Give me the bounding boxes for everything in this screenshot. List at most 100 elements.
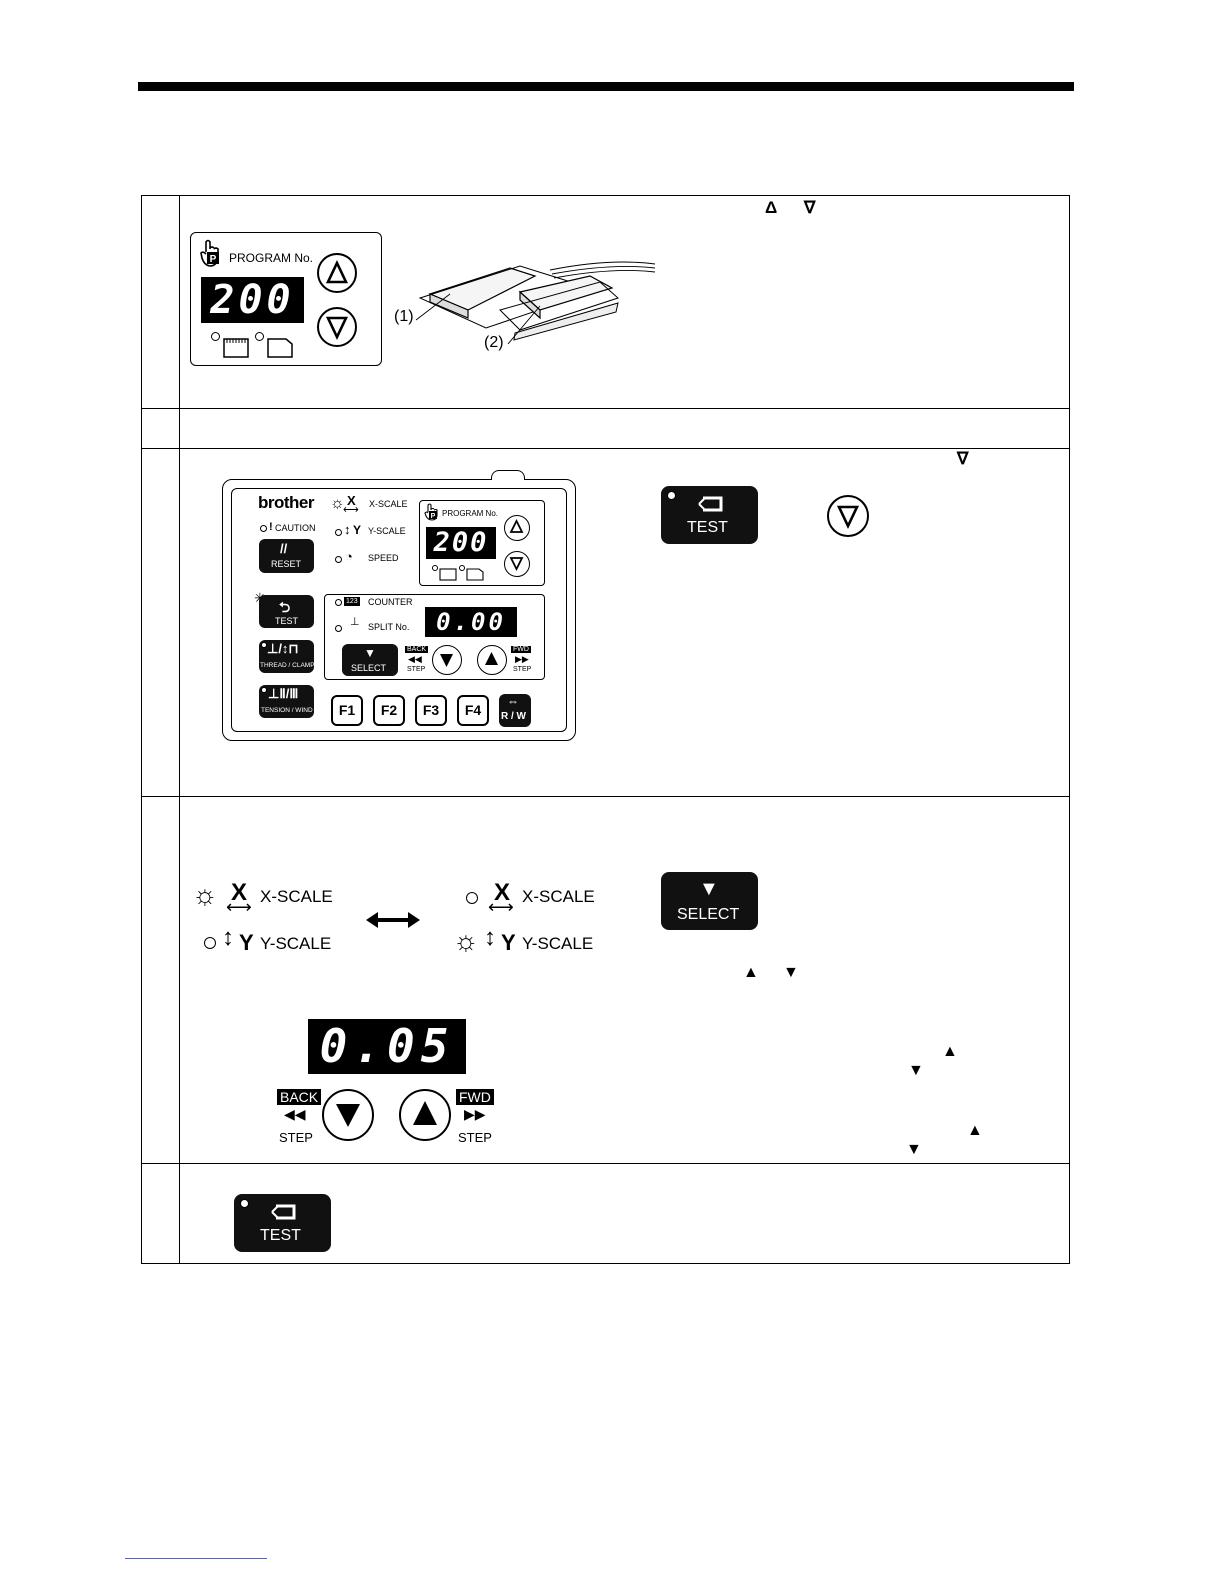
f1-key[interactable]: F1 [331,695,363,726]
panel-select-label: SELECT [351,663,387,673]
value-display: 0.05 [308,1019,466,1074]
thread-clamp-led [261,642,267,648]
back-triangle-icon [336,1104,360,1127]
y-scale-led [335,529,342,536]
test-key-final-label: TEST [260,1227,301,1244]
panel-program-up-button[interactable] [504,515,530,541]
y-scale-label-right: Y-SCALE [522,934,594,953]
back-step-button[interactable] [322,1089,374,1141]
x-scale-label-right: X-SCALE [522,887,595,906]
y-arrow-icon-left: ↕ [222,924,234,951]
program-number-display: 200 [201,277,304,323]
panel-back-label: BACK [405,646,429,653]
panel-speed-label: SPEED [368,553,399,563]
svg-text:P: P [431,513,436,520]
program-number-title: PROGRAM No. [229,251,314,265]
panel-select-key[interactable]: ▼ SELECT [342,644,398,676]
operation-panel-inner: brother ! CAUTION // RESET ✳ ⮌ TEST ⊥/↕⊓… [231,488,567,732]
y-arrow-icon: ↕ [344,522,351,537]
tension-wind-key[interactable]: ⊥Ⅱ/Ⅲ TENSION / WIND [259,685,314,718]
up-symbol: Δ [765,198,778,217]
x-scale-blink-icon-large: ☼ [192,879,218,910]
floppy-icon [267,338,293,358]
tension-wind-led [261,687,267,693]
step-row-4: ☼ X ⟷ X-SCALE ↕ Y Y-SCALE X ⟷ X-SCALE ☼ … [142,796,1069,1163]
row4-down-symbol-3: ▼ [906,1141,922,1158]
fast-forward-icon: ▶▶ [464,1106,486,1122]
row4-up-symbol-3: ▲ [967,1122,983,1139]
counter-led [335,599,342,606]
down-symbol: ∇ [804,198,816,217]
panel-test-key[interactable]: ⮌ TEST [259,595,314,628]
panel-back-button[interactable] [432,645,462,675]
tension-wind-label: TENSION / WIND [261,707,313,714]
toggle-double-arrow-icon [366,912,420,928]
panel-triangle-down-icon [509,557,524,572]
step-label-back: STEP [279,1130,313,1145]
panel-fwd-button[interactable] [477,645,507,675]
thread-clamp-label: THREAD / CLAMP [260,662,315,669]
panel-back-triangle-icon [440,654,453,667]
panel-forward-icon: ▶▶ [515,654,529,664]
program-number-panel: P PROGRAM No. 200 [190,232,382,366]
panel-fwd-triangle-icon [485,652,498,665]
panel-floppy-icon [466,568,484,581]
program-down-button[interactable] [317,307,357,347]
x-letter-right: X [494,879,511,906]
forward-step-button[interactable] [399,1089,451,1141]
panel-split-label: SPLIT No. [368,622,410,632]
fwd-label: FWD [456,1089,494,1105]
panel-tab [491,470,525,480]
select-key[interactable]: ▼ SELECT [661,872,758,930]
panel-card-icon [439,568,457,581]
y-arrow-icon-right: ↕ [484,924,496,951]
program-up-button[interactable] [317,253,357,293]
speed-gauge-icon: ◔ [345,549,353,564]
row4-up-symbol: ▲ [743,964,759,981]
rw-key[interactable]: ⇔ R / W [499,694,531,727]
y-scale-letter: Y [353,523,362,537]
test-key-final[interactable]: TEST [234,1194,331,1252]
rw-arrows-icon: ⇔ [507,694,519,708]
steps-table: Δ ∇ P PROGRAM No. 200 [141,195,1070,1264]
y-scale-blink-icon-large: ☼ [453,925,479,956]
f4-key[interactable]: F4 [457,695,489,726]
caution-led [260,525,267,532]
split-led [335,625,342,632]
row4-down-symbol: ▼ [783,964,799,981]
y-letter-right: Y [501,930,516,955]
down-button[interactable] [827,495,869,537]
panel-hand-p-icon: P [424,503,438,521]
reset-key[interactable]: // RESET [259,539,314,573]
panel-program-led-2 [459,565,465,571]
triangle-up-icon [325,259,349,284]
y-scale-label-left: Y-SCALE [260,934,332,953]
panel-triangle-up-icon [509,518,524,533]
thread-clamp-key[interactable]: ⊥/↕⊓ THREAD / CLAMP [259,640,315,673]
test-key[interactable]: TEST [661,486,758,544]
return-icon-final [271,1204,296,1220]
step-row-5: TEST [142,1163,1069,1263]
f2-key[interactable]: F2 [373,695,405,726]
panel-test-label: TEST [275,616,299,626]
speed-led [335,556,342,563]
x-arrow-icon-right: ⟷ [488,897,514,917]
panel-program-down-button[interactable] [504,551,530,577]
panel-rewind-icon: ◀◀ [408,654,422,664]
test-key-label: TEST [687,519,728,536]
test-key-final-led [240,1199,249,1208]
pedal-label-1: (1) [394,308,414,325]
thread-clamp-icon: ⊥/↕⊓ [267,641,299,656]
panel-counter-label: COUNTER [368,597,413,607]
panel-value-section: 123 COUNTER ⊥ SPLIT No. 0.00 ▼ SELECT BA… [324,594,545,680]
panel-fwd-label: FWD [511,646,531,653]
led-indicator [211,332,220,341]
f3-key[interactable]: F3 [415,695,447,726]
panel-program-display: 200 [426,527,496,559]
rw-label: R / W [501,711,526,722]
top-rule [138,82,1074,91]
bottom-link-underline [125,1558,267,1559]
foot-pedal-illustration [415,261,656,345]
x-scale-label-left: X-SCALE [260,887,333,906]
y-letter-left: Y [239,930,254,955]
